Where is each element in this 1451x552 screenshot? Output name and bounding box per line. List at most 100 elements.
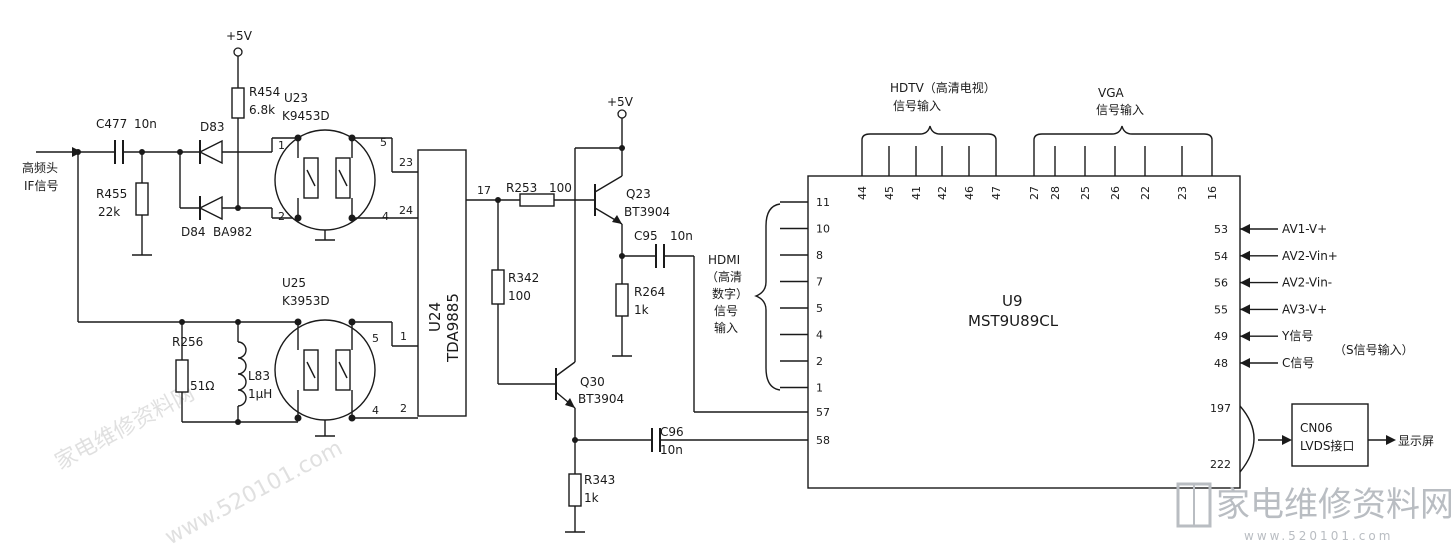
watermark-cn: 家电维修资料网 — [51, 381, 199, 475]
u9-right-pin: 54 — [1214, 250, 1228, 263]
u9-top-pin: 23 — [1176, 186, 1189, 200]
u9-top-pin: 45 — [883, 186, 896, 200]
c95-label: C95 — [634, 229, 658, 243]
c96-label: C96 — [660, 425, 684, 439]
u9-top-pin: 46 — [963, 186, 976, 200]
u9-top-pin: 16 — [1206, 186, 1219, 200]
u9-left-pin: 7 — [816, 276, 823, 289]
q30-label: Q30 — [580, 375, 605, 389]
c96-value: 10n — [660, 443, 683, 457]
q30-part: BT3904 — [578, 392, 624, 406]
u9-left-pin: 4 — [816, 329, 823, 342]
vga-input-group: VGA 信号输入 — [1033, 86, 1213, 146]
logo-text: 家电维修资料网 — [1216, 485, 1451, 525]
u9-top-pin: 26 — [1109, 186, 1122, 200]
d84-label: D84 — [181, 225, 206, 239]
u24-pin1: 1 — [400, 330, 407, 343]
r256-label: R256 — [172, 335, 203, 349]
s-video-note: （S信号输入） — [1334, 342, 1414, 357]
r343-label: R343 — [584, 473, 615, 487]
u9-right-pin: 48 — [1214, 357, 1228, 370]
resistor-r454: +5V R454 6.8k — [226, 29, 280, 211]
u9-right-signal: AV1-V+ — [1282, 222, 1327, 236]
u9-top-pin: 47 — [990, 186, 1003, 200]
u9-right-pin: 55 — [1214, 303, 1228, 316]
display-label: 显示屏 — [1398, 434, 1434, 448]
c477-value: 10n — [134, 117, 157, 131]
u23-pin4: 4 — [382, 210, 389, 223]
u9-pin197: 197 — [1210, 402, 1231, 415]
u23-pin1: 1 — [278, 139, 285, 152]
u9-pin57: 57 — [816, 406, 830, 419]
input-arrow-icon — [1240, 304, 1250, 315]
if-input: 高频头 IF信号 — [22, 147, 115, 322]
u9-top-pin: 25 — [1079, 186, 1092, 200]
r455-label: R455 — [96, 187, 127, 201]
u25-part: K3953D — [282, 294, 330, 308]
cn06-label: CN06 — [1300, 421, 1333, 435]
u9-top-pin: 27 — [1028, 186, 1041, 200]
input-label-line1: 高频头 — [22, 160, 58, 175]
u9-right-signal: C信号 — [1282, 356, 1314, 370]
r343-value: 1k — [584, 491, 599, 505]
input-arrow-icon — [1240, 224, 1250, 234]
l83-value: 1μH — [248, 387, 272, 401]
diodes-d83-d84: D83 D84 BA982 — [177, 120, 272, 239]
u9-left-pin: 10 — [816, 223, 830, 236]
u9-left-pin: 2 — [816, 355, 823, 368]
q23-label: Q23 — [626, 187, 651, 201]
r454-value: 6.8k — [249, 103, 275, 117]
r342-value: 100 — [508, 289, 531, 303]
r342-label: R342 — [508, 271, 539, 285]
r253-label: R253 — [506, 181, 537, 195]
resistor-r455: R455 22k — [96, 149, 152, 256]
saw-filter-u23: U23 K9453D 1 2 5 4 23 24 — [271, 91, 418, 241]
r253-value: 100 — [549, 181, 572, 195]
corner-logo: 家电维修资料网 www.520101.com — [1176, 482, 1451, 543]
cn06-desc: LVDS接口 — [1300, 438, 1354, 453]
vga-label-line2: 信号输入 — [1096, 102, 1144, 117]
u9-top-pin: 28 — [1049, 186, 1062, 200]
l83-label: L83 — [248, 369, 270, 383]
u24-label: U24 — [426, 302, 444, 332]
u25-pin5: 5 — [372, 332, 379, 345]
plus5v-label-1: +5V — [226, 29, 253, 43]
u9-part: MST9U89CL — [968, 312, 1059, 330]
u24-pin23: 23 — [399, 156, 413, 169]
lvds-arrow-icon — [1282, 435, 1292, 445]
hdmi-input-group: HDMI （高清 数字） 信号 输入 — [706, 203, 781, 391]
u9-top-pin: 41 — [910, 186, 923, 200]
hdtv-label-line1: HDTV（高清电视） — [890, 80, 996, 95]
display-arrow-icon — [1386, 435, 1396, 445]
u9-pin222: 222 — [1210, 458, 1231, 471]
d84-part: BA982 — [213, 225, 252, 239]
hdmi-label-line1: HDMI — [708, 253, 740, 267]
saw-filter-u25: U25 K3953D R256 51Ω L83 1μH — [78, 276, 418, 437]
u9-right-pin: 53 — [1214, 223, 1228, 236]
hdmi-label-line5: 输入 — [714, 320, 738, 335]
r455-value: 22k — [98, 205, 120, 219]
hdmi-label-line4: 信号 — [714, 304, 738, 318]
u9-left-pin: 1 — [816, 382, 823, 395]
u9-top-pin: 44 — [856, 186, 869, 200]
ic-u24: U24 TDA9885 17 — [417, 149, 520, 417]
d83-label: D83 — [200, 120, 225, 134]
hdmi-label-line2: （高清 — [706, 269, 742, 284]
u9-left-pin: 8 — [816, 249, 823, 262]
u9-left-pin: 5 — [816, 302, 823, 315]
s-input-label: （S信号输入） — [1334, 342, 1414, 357]
u9-right-signal: AV3-V+ — [1282, 302, 1327, 316]
r454-label: R454 — [249, 85, 280, 99]
c95-value: 10n — [670, 229, 693, 243]
u9-pin58: 58 — [816, 434, 830, 447]
u24-pin24: 24 — [399, 204, 413, 217]
u9-label: U9 — [1002, 292, 1023, 310]
r264-label: R264 — [634, 285, 665, 299]
input-arrow-icon — [1240, 358, 1250, 368]
input-arrow-icon — [1240, 250, 1250, 261]
watermark-site: www.520101.com — [161, 436, 347, 551]
u9-right-pin: 49 — [1214, 330, 1228, 343]
